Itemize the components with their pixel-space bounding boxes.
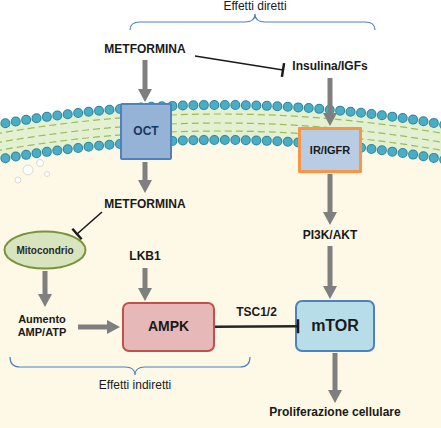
inhibition-line	[195, 56, 283, 70]
cytoplasm	[0, 140, 441, 428]
lipid-heads	[0, 140, 441, 160]
node-text: OCT	[133, 125, 158, 138]
node-text: mTOR	[311, 317, 359, 335]
outcome-label: Proliferazione cellulare	[269, 406, 400, 420]
drug-label: METFORMINA	[104, 43, 185, 57]
vesicle	[37, 160, 44, 167]
activation-arrow	[78, 325, 110, 330]
lipid-heads-outline	[0, 140, 441, 160]
kinase-box: AMPK	[122, 302, 215, 352]
effect-label: Aumento AMP/ATP	[10, 313, 74, 338]
activation-arrow	[328, 78, 333, 116]
node-text: Mitocondrio	[16, 245, 73, 256]
activation-arrow	[333, 353, 338, 393]
ellipse-shape	[5, 232, 86, 269]
lipid-heads-outline	[0, 105, 441, 125]
ligand-label: Insulina/IGFs	[292, 60, 367, 74]
section-heading: Effetti indiretti	[99, 379, 171, 393]
inhibition-connector	[215, 325, 298, 328]
vesicle	[15, 177, 21, 183]
activation-arrow	[328, 246, 333, 289]
activation-arrow	[143, 162, 148, 183]
activation-arrow	[43, 271, 48, 297]
activation-arrow	[143, 60, 148, 92]
transporter-box: OCT	[120, 103, 172, 160]
drug-label: METFORMINA	[104, 198, 185, 212]
kinase-box: mTOR	[295, 300, 375, 352]
vesicle	[45, 172, 50, 177]
node-text: IR/IGFR	[310, 144, 350, 156]
activation-arrow	[143, 268, 148, 291]
section-heading: Effetti diretti	[223, 0, 286, 14]
receptor-box: IR/IGFR	[298, 127, 362, 173]
edge-label: TSC1/2	[236, 307, 277, 321]
node-text: AMPK	[148, 319, 189, 334]
mitochondrion-ellipse: Mitocondrio	[3, 230, 87, 270]
lipid-heads	[0, 105, 441, 125]
membrane-band	[0, 105, 441, 160]
inhibition-line	[77, 212, 102, 234]
kinase-label: LKB1	[129, 250, 160, 264]
pathway-label: PI3K/AKT	[303, 229, 358, 243]
vesicle	[23, 165, 33, 175]
bracket	[130, 14, 375, 30]
activation-arrow	[328, 174, 333, 215]
bracket	[10, 357, 250, 375]
